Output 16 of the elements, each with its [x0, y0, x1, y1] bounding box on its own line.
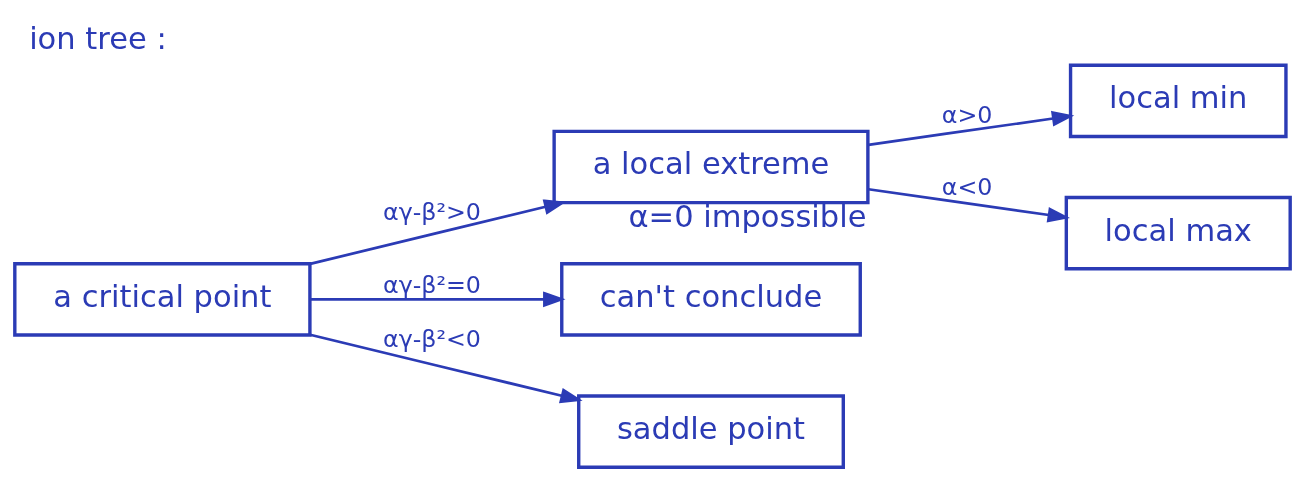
edge-label: αγ-β²<0 — [383, 325, 481, 354]
edge-label: α<0 — [941, 172, 993, 201]
node-box: local min — [1068, 63, 1288, 139]
node-box: can't conclude — [560, 262, 862, 337]
node-box: saddle point — [577, 394, 845, 469]
node-box: local max — [1064, 195, 1292, 271]
edge-label: αγ-β²>0 — [383, 197, 481, 226]
edge-label: αγ-β²=0 — [383, 270, 481, 299]
diagram-title: ion tree : — [29, 20, 167, 56]
arrow — [868, 187, 1070, 223]
arrow — [309, 333, 583, 404]
arrow — [868, 110, 1075, 147]
edge-label: α>0 — [941, 101, 993, 130]
arrow — [310, 291, 566, 308]
node-box: a critical point — [13, 262, 312, 337]
node-box: a local extreme — [552, 129, 870, 205]
